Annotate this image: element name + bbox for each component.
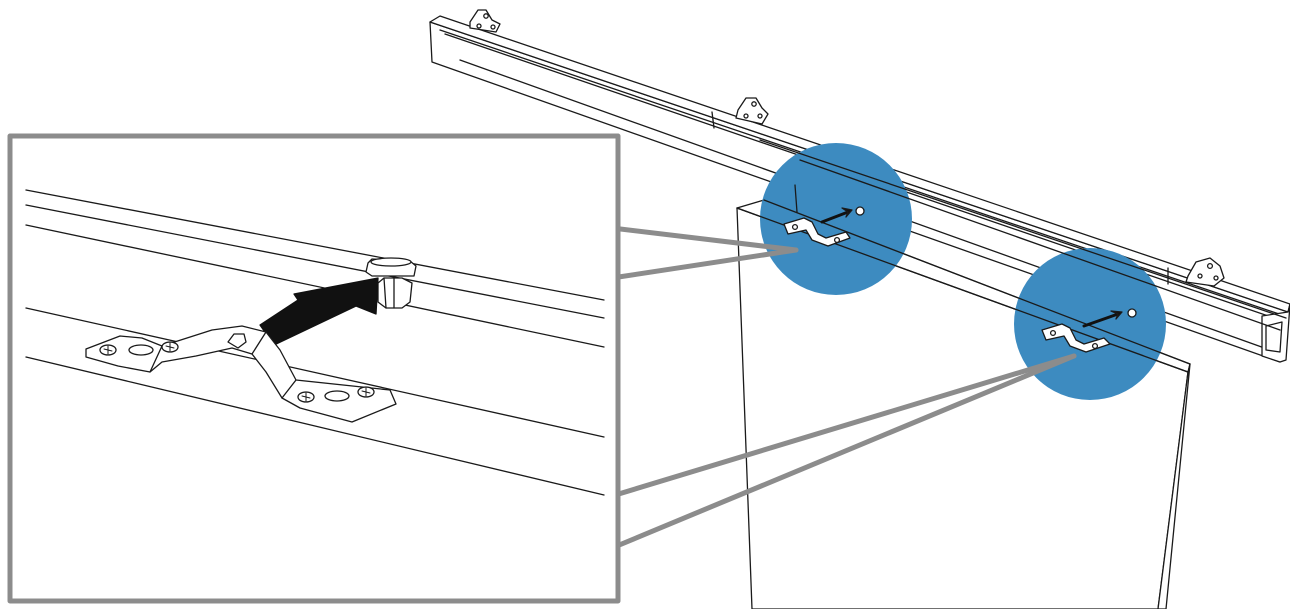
detail-roller-bolt (365, 257, 417, 309)
ceiling-bracket-2 (735, 97, 769, 125)
detail-bracket-plate (85, 325, 397, 423)
leader-left-lower (609, 247, 799, 281)
rail-end-channel (1265, 321, 1283, 353)
highlight-circle-left (760, 143, 912, 295)
detail-door-lines (25, 307, 605, 496)
detail-rail-lines (25, 189, 605, 348)
bracket-plate-bend (281, 379, 297, 399)
door-bracket-small-left (783, 206, 865, 247)
rail-end-profile (1261, 303, 1290, 363)
door-side-edge (1157, 363, 1191, 609)
bolt-nut (377, 277, 413, 309)
leader-right-upper (609, 353, 1077, 499)
ceiling-bracket-1 (469, 9, 501, 33)
ceiling-bracket-3 (1185, 257, 1225, 287)
bracket-screw (99, 344, 117, 356)
callout-leaders (609, 225, 1077, 551)
door-bracket-small-right (1041, 308, 1137, 353)
bracket-plate-bend (149, 345, 163, 373)
bracket-hole (128, 344, 154, 356)
bracket-hole (324, 390, 350, 402)
bracket-plate-bend (251, 331, 267, 355)
leader-right-lower (609, 353, 1077, 551)
bracket-screw (161, 341, 179, 353)
rail-joint (711, 111, 715, 129)
detail-panel-frame (7, 133, 621, 604)
bracket-plate-slot (227, 333, 247, 349)
detail-arrow (259, 277, 379, 346)
bracket-screw (297, 391, 315, 403)
detail-panel (7, 133, 621, 604)
leader-left-upper (609, 225, 799, 253)
bracket-screw (357, 386, 375, 398)
